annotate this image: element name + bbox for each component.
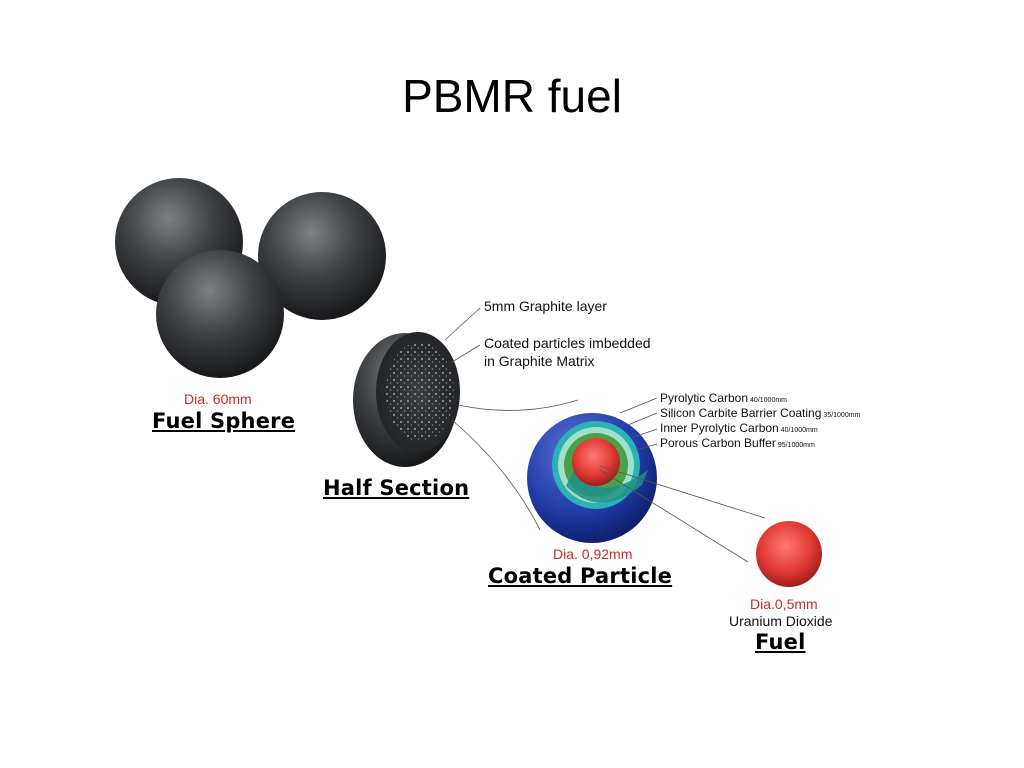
fuel-sphere-label: Fuel Sphere (152, 409, 296, 433)
half-section-pebble (353, 332, 460, 467)
half-section-label: Half Section (323, 476, 470, 500)
slide-title: PBMR fuel (402, 70, 622, 122)
callout-particles-line1: Coated particles imbedded (484, 335, 651, 351)
fuel-kernel (756, 521, 822, 587)
callout-particles-line2: in Graphite Matrix (484, 353, 595, 369)
fuel-sphere-dimension: Dia. 60mm (184, 391, 252, 407)
coated-particle-cutaway (527, 413, 657, 543)
embedded-particles (386, 342, 454, 442)
fuel-label: Fuel (755, 630, 806, 654)
fuel-kernel-material: Uranium Dioxide (729, 613, 833, 629)
fuel-kernel-dimension: Dia.0,5mm (750, 596, 818, 612)
callout-graphite-layer: 5mm Graphite layer (484, 298, 607, 314)
fuel-sphere-back-right (258, 192, 386, 320)
coated-particle-label: Coated Particle (488, 564, 673, 588)
layer-callouts (599, 397, 766, 563)
fuel-sphere-front (156, 250, 284, 378)
half-section-callouts (444, 307, 579, 531)
fuel-sphere-group (115, 178, 386, 378)
kernel-in-particle (572, 438, 620, 486)
coated-particle-dimension: Dia. 0,92mm (553, 546, 633, 562)
